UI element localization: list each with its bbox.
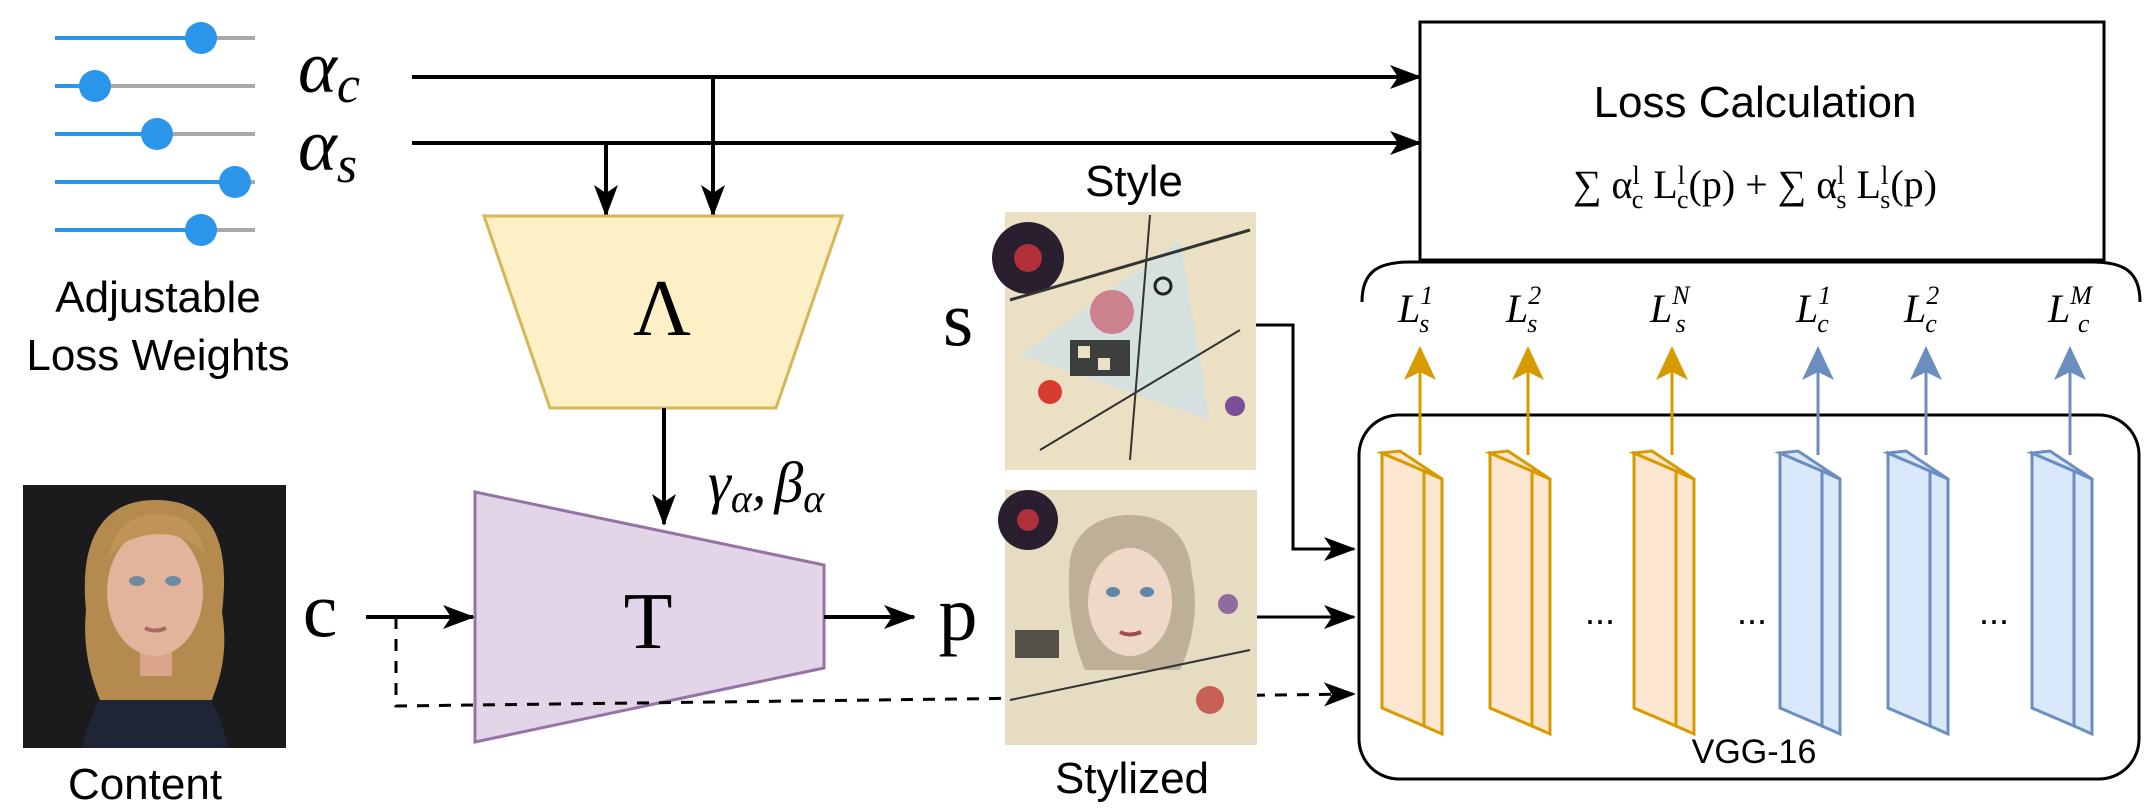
layer-output-arrowhead bbox=[1802, 346, 1834, 380]
style-image bbox=[992, 212, 1256, 470]
weight-slider[interactable] bbox=[55, 70, 255, 102]
slider-knob[interactable] bbox=[185, 214, 217, 246]
vgg-ellipsis-2: ... bbox=[1737, 591, 1767, 632]
lambda-symbol: Λ bbox=[633, 265, 691, 353]
vgg-content-layer bbox=[1882, 449, 1950, 737]
t-symbol: T bbox=[624, 578, 673, 666]
content-caption: Content bbox=[68, 760, 222, 809]
layer-output-arrowhead bbox=[2054, 346, 2086, 380]
sliders-label-line2: Loss Weights bbox=[26, 331, 289, 380]
vgg-style-layer bbox=[1376, 449, 1444, 737]
slider-knob[interactable] bbox=[185, 22, 217, 54]
layer-output-arrowhead bbox=[1512, 346, 1544, 380]
gamma-beta-label: γα,βα bbox=[708, 450, 825, 521]
weight-slider[interactable] bbox=[55, 166, 255, 198]
vgg-style-layer bbox=[1628, 449, 1696, 737]
weight-slider[interactable] bbox=[55, 214, 255, 246]
vgg-style-layer bbox=[1484, 449, 1552, 737]
layer-output-arrowhead bbox=[1404, 346, 1436, 380]
alpha-s-symbol: αs bbox=[298, 105, 357, 194]
loss-brace bbox=[1360, 260, 2142, 303]
vgg-ellipsis-1: ... bbox=[1585, 591, 1615, 632]
weight-slider[interactable] bbox=[55, 118, 255, 150]
style-to-vgg-arrow bbox=[1256, 323, 1356, 561]
slider-knob[interactable] bbox=[219, 166, 251, 198]
vgg-label: VGG-16 bbox=[1692, 733, 1817, 771]
slider-group[interactable] bbox=[55, 22, 255, 246]
sliders-label-line1: Adjustable bbox=[55, 273, 260, 322]
stylized-image bbox=[998, 490, 1257, 745]
layer-output-arrowhead bbox=[1656, 346, 1688, 380]
loss-calculation-box bbox=[1418, 20, 2106, 262]
slider-knob[interactable] bbox=[79, 70, 111, 102]
transform-network-block bbox=[473, 490, 826, 744]
layer-output-arrowhead bbox=[1910, 346, 1942, 380]
style-symbol: s bbox=[943, 275, 973, 362]
output-symbol: p bbox=[939, 570, 978, 657]
vgg-ellipsis-3: ... bbox=[1979, 591, 2009, 632]
vgg-content-layer bbox=[1774, 449, 1842, 737]
weight-slider[interactable] bbox=[55, 22, 255, 54]
lambda-block bbox=[481, 214, 845, 410]
loss-calculation-title: Loss Calculation bbox=[1594, 78, 1917, 127]
content-symbol: c bbox=[303, 566, 338, 653]
alpha-c-symbol: αc bbox=[298, 27, 360, 114]
slider-knob[interactable] bbox=[141, 118, 173, 150]
content-image bbox=[23, 485, 286, 748]
stylized-caption: Stylized bbox=[1055, 754, 1209, 803]
style-caption: Style bbox=[1085, 157, 1183, 206]
vgg-content-layer bbox=[2026, 449, 2094, 737]
